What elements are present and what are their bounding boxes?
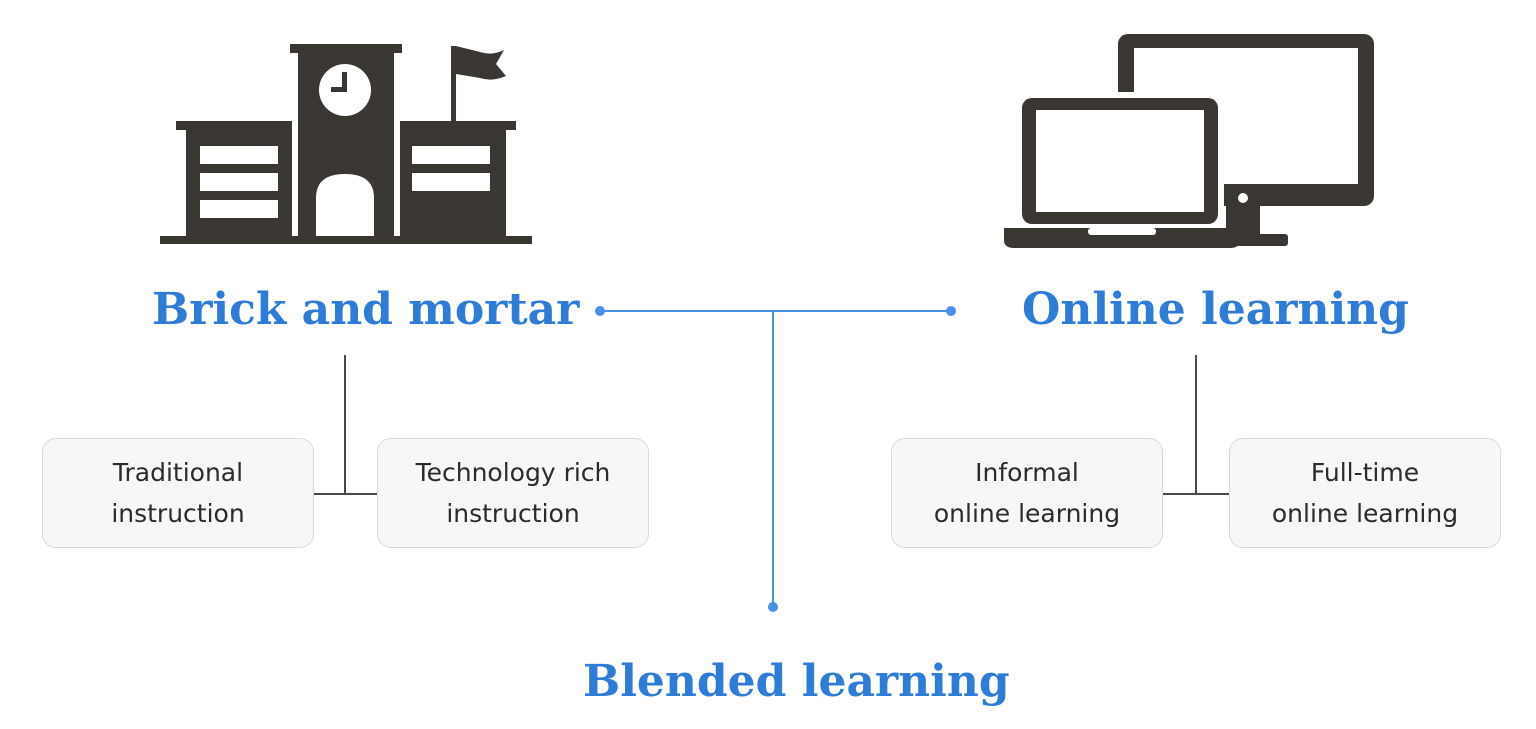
box-line: online learning (1271, 499, 1459, 528)
left-tree-stem (344, 355, 346, 494)
online-learning-heading: Online learning (1022, 284, 1409, 335)
box-line: Traditional (112, 458, 244, 487)
brick-and-mortar-heading: Brick and mortar (152, 284, 580, 335)
bottom-connector-dot (768, 602, 778, 612)
box-line: online learning (933, 499, 1121, 528)
traditional-instruction-box: Traditional instruction (42, 438, 314, 548)
right-tree-branch (1163, 493, 1229, 495)
box-line: instruction (111, 499, 245, 528)
right-tree-stem (1195, 355, 1197, 494)
box-line: instruction (446, 499, 580, 528)
technology-rich-instruction-box: Technology rich instruction (377, 438, 649, 548)
left-tree-branch (314, 493, 378, 495)
right-connector-dot (946, 306, 956, 316)
box-line: Technology rich (415, 458, 611, 487)
left-connector-dot (595, 306, 605, 316)
blended-learning-heading: Blended learning (583, 656, 1010, 707)
informal-online-learning-box: Informal online learning (891, 438, 1163, 548)
full-time-online-learning-box: Full-time online learning (1229, 438, 1501, 548)
box-line: Informal (975, 458, 1079, 487)
box-line: Full-time (1310, 458, 1420, 487)
